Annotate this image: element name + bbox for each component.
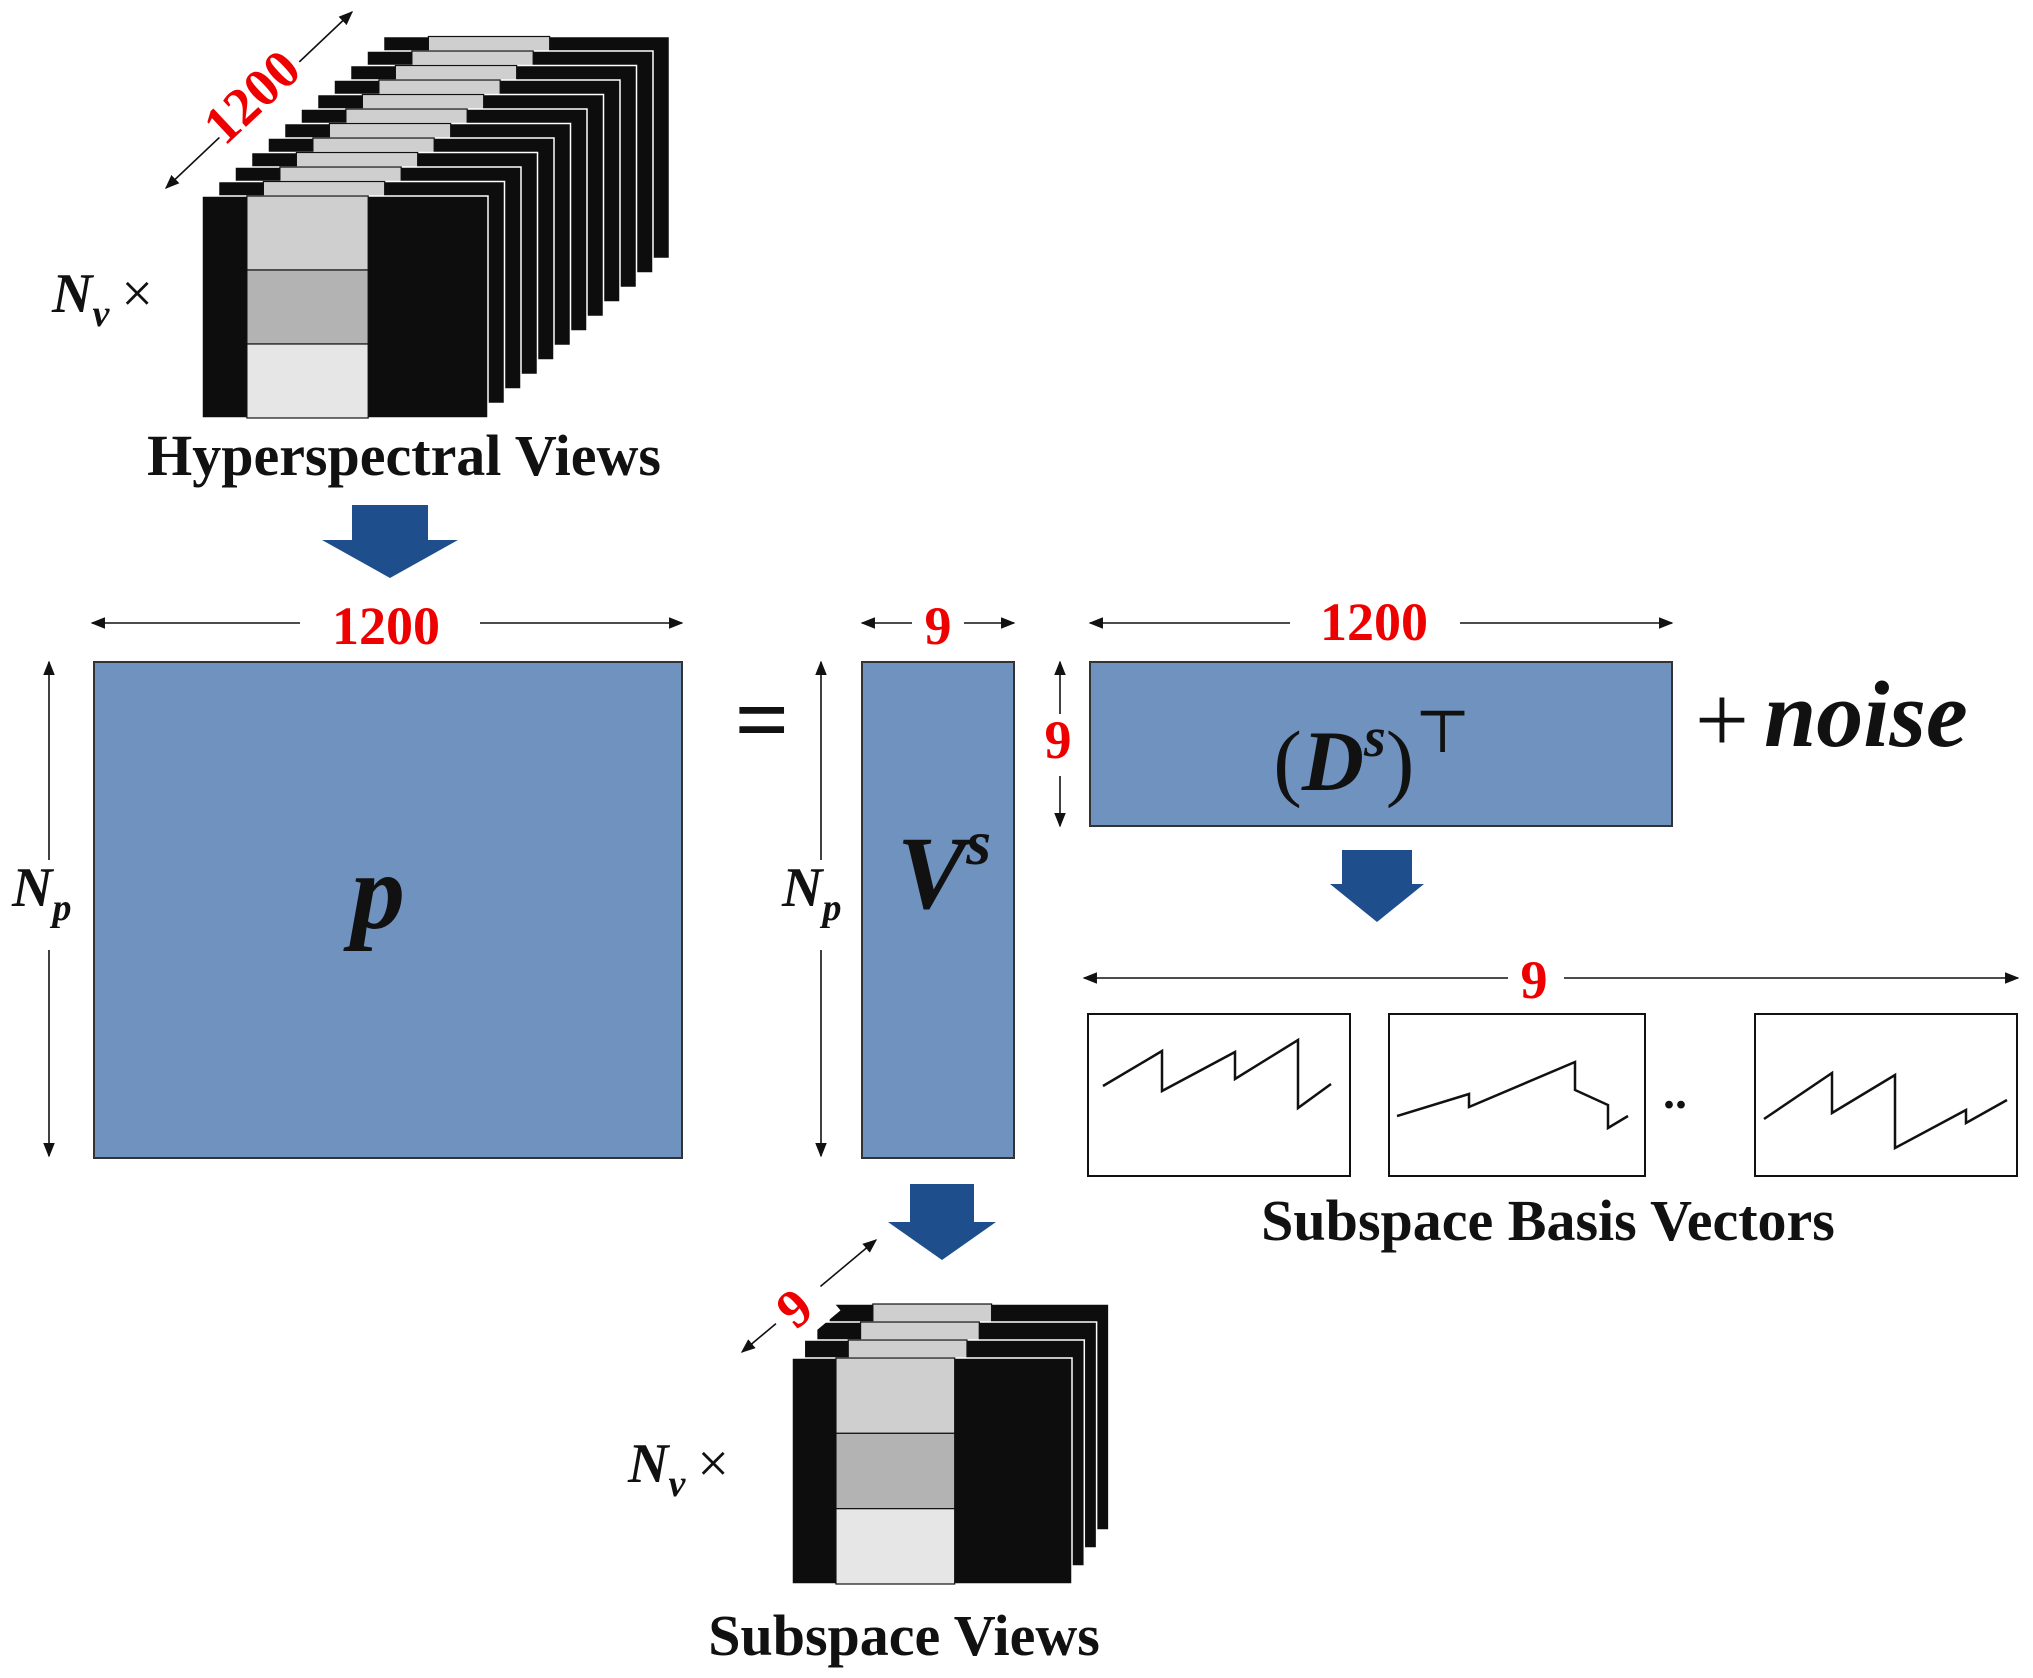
basis-vector-plot-1	[1087, 1013, 1351, 1177]
basis-count-label: 9	[1521, 950, 1548, 1010]
top-stack-multiplier: Nv×	[51, 263, 153, 335]
subspace-views-stack	[791, 1303, 1110, 1585]
down-arrow-icon	[322, 505, 458, 578]
v-height-label: Np	[781, 857, 841, 929]
plus-sign: +	[1695, 666, 1749, 773]
front-view-frame	[791, 1357, 1073, 1585]
sawtooth-plot-icon	[1102, 1037, 1332, 1111]
d-transpose-matrix	[1089, 661, 1673, 827]
v-matrix	[861, 661, 1015, 1159]
p-width-label: 1200	[332, 596, 440, 656]
p-height-label: Np	[11, 857, 71, 929]
down-arrow-icon	[1330, 850, 1424, 922]
d-height-label: 9	[1045, 710, 1072, 770]
d-width-label: 1200	[1320, 592, 1428, 652]
hyperspectral-views-caption: Hyperspectral Views	[147, 423, 661, 488]
front-view-frame	[201, 195, 489, 419]
subspace-views-caption: Subspace Views	[708, 1603, 1100, 1668]
d-transpose-matrix-label: (Ds)⊤	[1273, 699, 1471, 809]
basis-ellipsis: ..	[1663, 1066, 1687, 1119]
sawtooth-plot-icon	[1763, 1070, 2008, 1151]
hyperspectral-views-stack	[201, 35, 671, 419]
down-arrow-icon	[888, 1184, 996, 1260]
v-width-label: 9	[925, 596, 952, 656]
p-matrix-label: p	[343, 833, 405, 952]
equals-sign: =	[735, 666, 790, 773]
basis-vector-plot-2	[1388, 1013, 1646, 1177]
bottom-stack-multiplier: Nv×	[627, 1433, 729, 1505]
v-matrix-label: Vs	[897, 807, 991, 931]
noise-term: noise	[1764, 663, 1968, 767]
basis-vector-plot-9	[1754, 1013, 2018, 1177]
sawtooth-plot-icon	[1396, 1060, 1629, 1131]
basis-caption: Subspace Basis Vectors	[1261, 1188, 1835, 1253]
p-matrix	[93, 661, 683, 1159]
